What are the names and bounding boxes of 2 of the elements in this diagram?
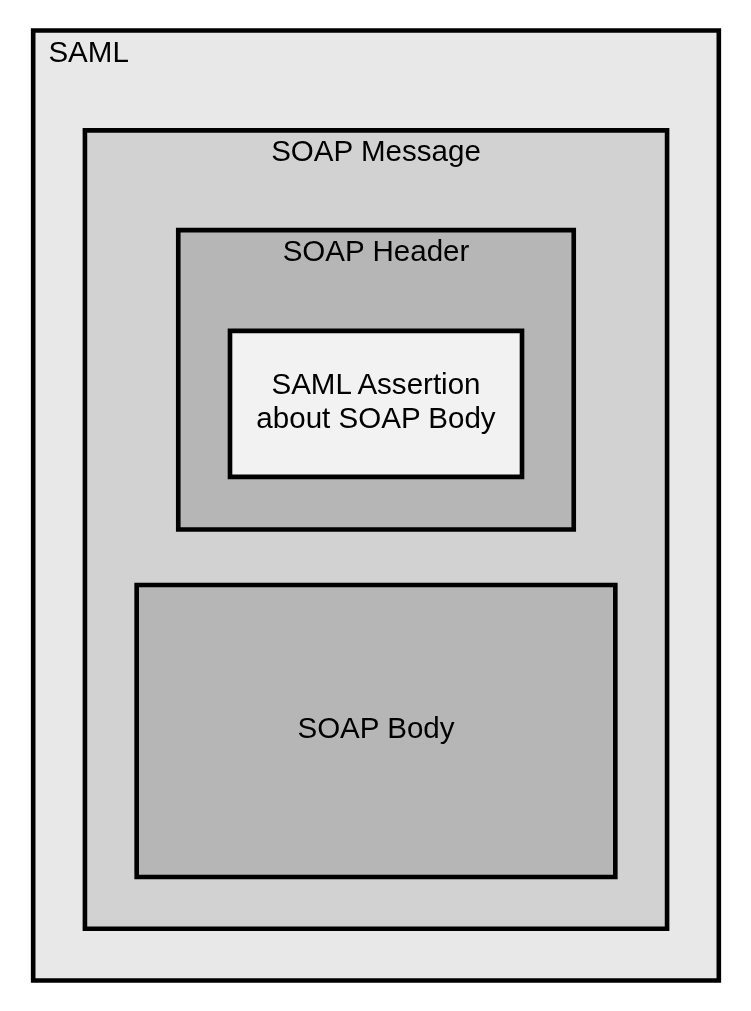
node-box: SOAP Body bbox=[133, 582, 618, 880]
node-box: SAML Assertion about SOAP Body bbox=[227, 328, 524, 480]
